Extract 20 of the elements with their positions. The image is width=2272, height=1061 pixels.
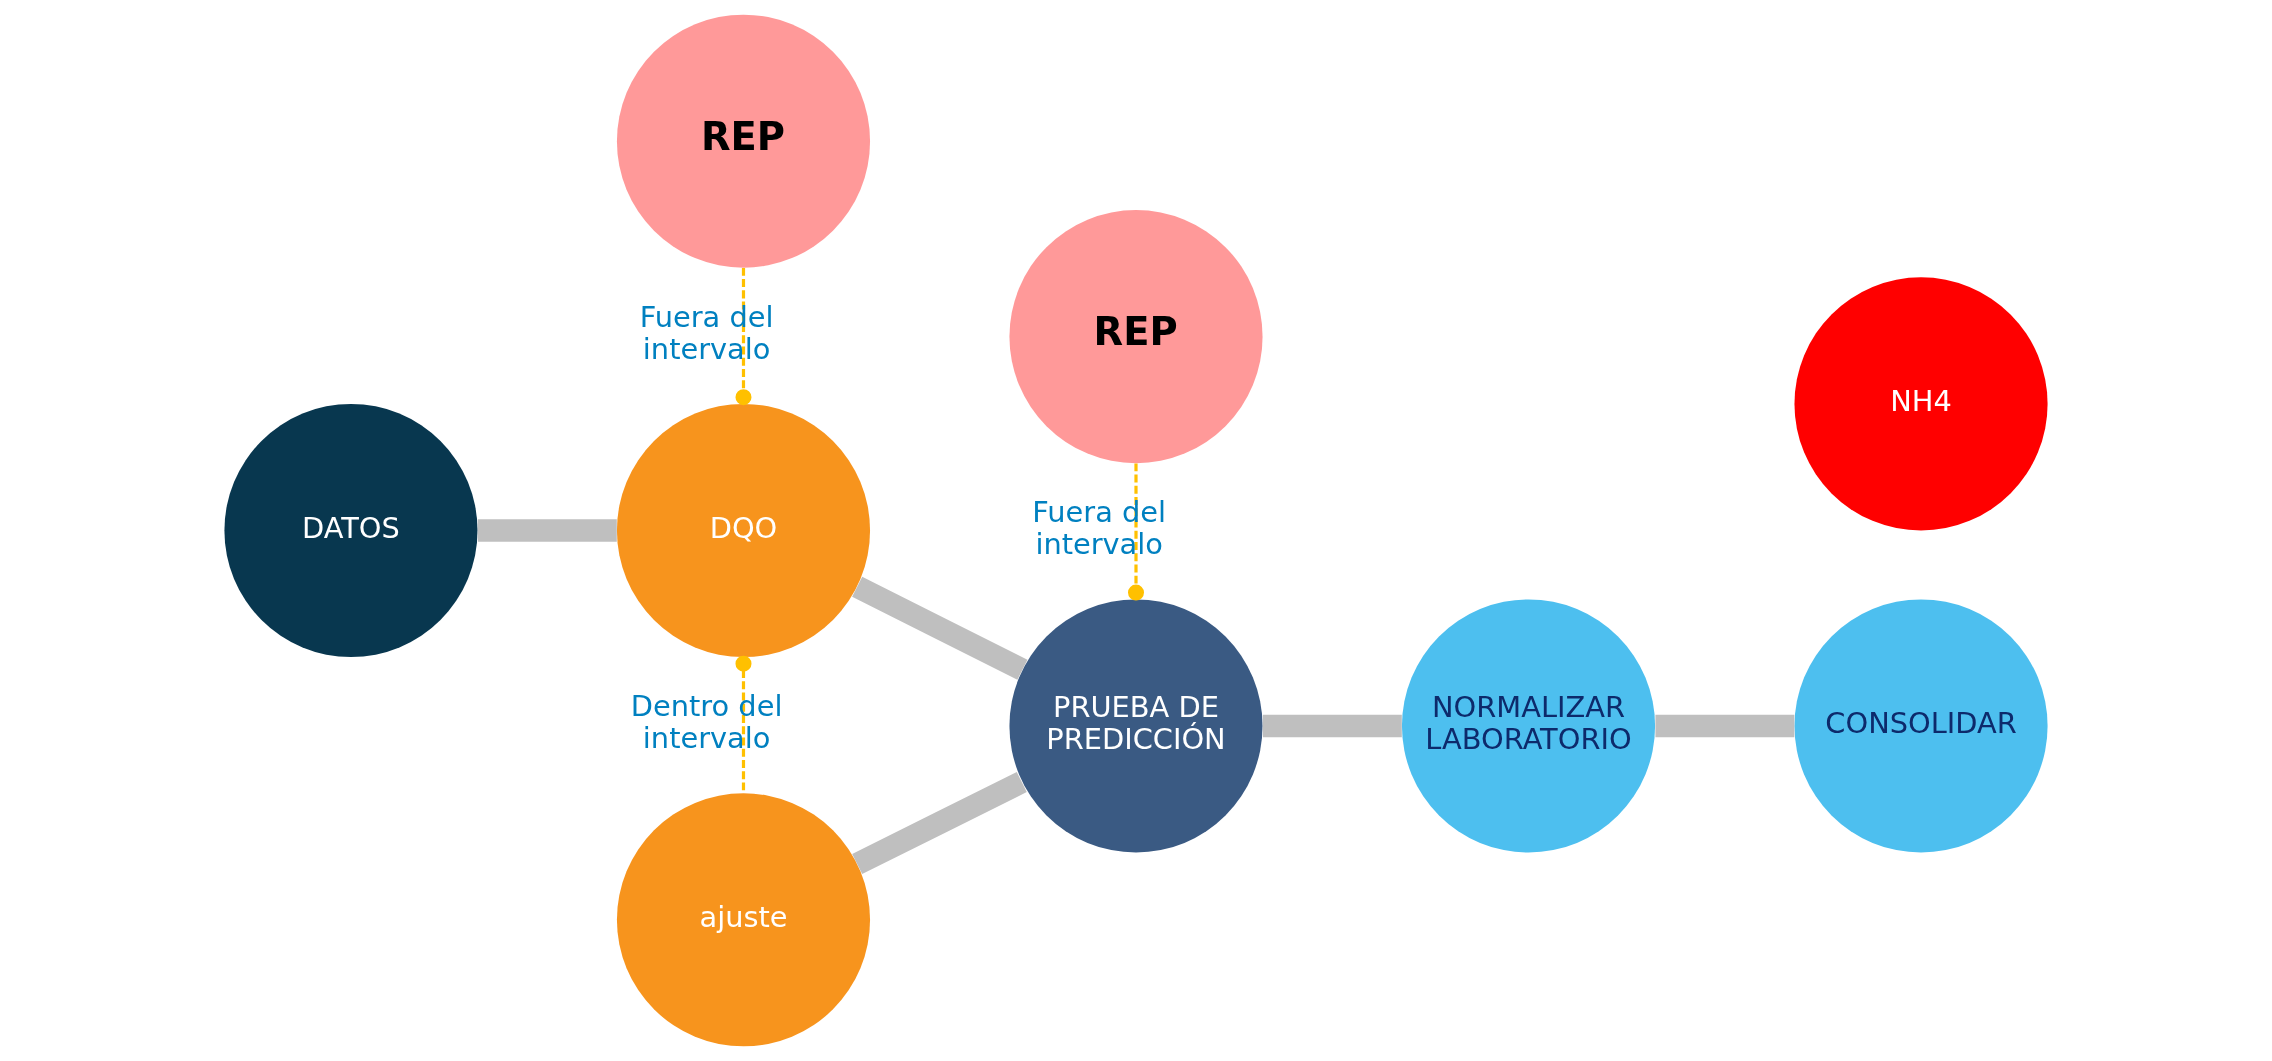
edge-label: Fuera del intervalo (639, 299, 774, 366)
node-circle: NORMALIZAR LABORATORIO (1401, 599, 1656, 853)
connector (477, 519, 617, 542)
connector (852, 576, 1028, 680)
connector (735, 655, 752, 793)
connector (852, 772, 1027, 875)
node-circle: REP (1009, 210, 1263, 464)
edge-label: Fuera del intervalo (1032, 495, 1167, 562)
connector (1128, 463, 1144, 601)
node-circle: PRUEBA DE PREDICCIÓN (1009, 599, 1263, 853)
connector (1655, 714, 1795, 738)
node-circle: DATOS (224, 403, 478, 658)
connector (735, 267, 752, 406)
connector (1262, 714, 1402, 738)
node-circle: CONSOLIDAR (1794, 599, 2048, 853)
node-circle: ajuste (616, 793, 871, 1047)
node-circle: NH4 (1794, 277, 2048, 531)
node-circle: DQO (616, 403, 871, 658)
edge-label: Dentro del intervalo (630, 689, 783, 756)
node-circle: REP (616, 14, 871, 268)
